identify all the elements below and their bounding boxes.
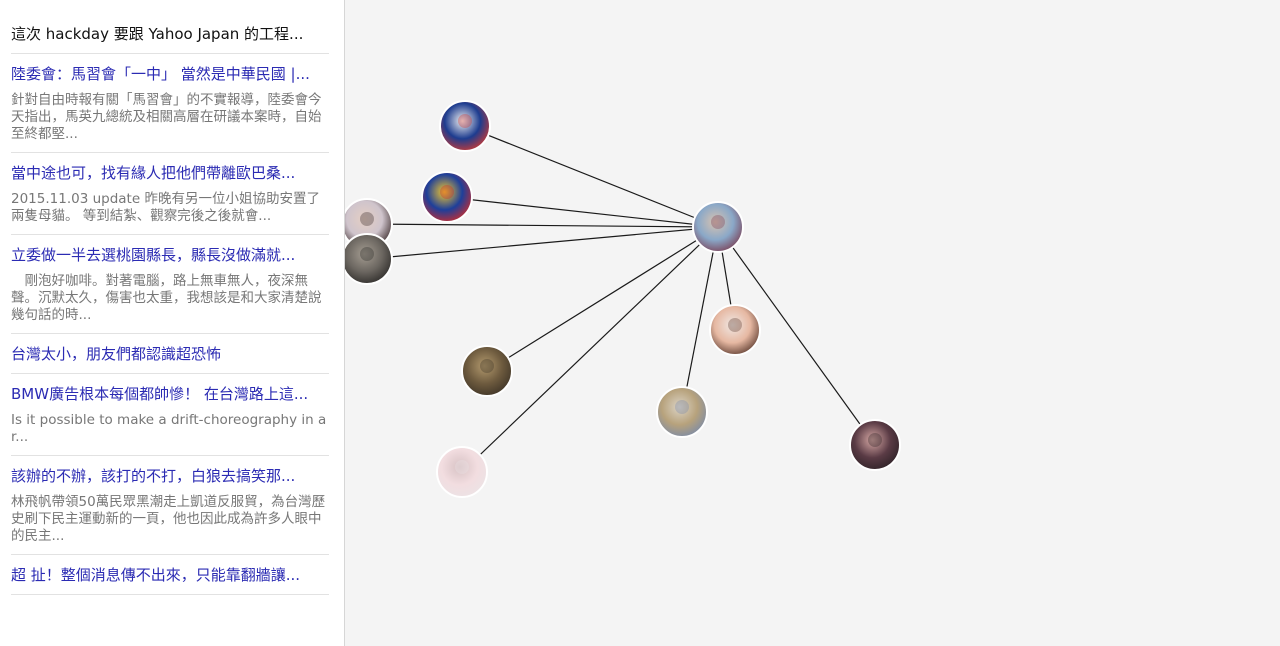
graph-edge: [717, 226, 876, 446]
news-post: BMW廣告根本每個都帥慘！ 在台灣路上這... Is it possible t…: [11, 374, 329, 456]
graph-edge: [464, 125, 719, 228]
avatar-france-flag[interactable]: [439, 100, 491, 152]
post-title-link[interactable]: 超 扯！整個消息傳不出來，只能靠翻牆讓...: [11, 566, 301, 584]
post-title-link[interactable]: 當中途也可，找有緣人把他們帶離歐巴桑...: [11, 164, 296, 182]
graph-nodes: [345, 100, 901, 498]
post-excerpt: 針對自由時報有關「馬習會」的不實報導，陸委會今天指出，馬英九總統及相關高層在研議…: [11, 92, 322, 142]
graph-edge: [681, 226, 719, 413]
avatar-flag-tricolor[interactable]: [421, 171, 473, 223]
post-title-link[interactable]: 該辦的不辦，該打的不打，白狼去搞笑那...: [11, 467, 296, 485]
news-post: 該辦的不辦，該打的不打，白狼去搞笑那... 林飛帆帶領50萬民眾黑潮走上凱道反服…: [11, 456, 329, 555]
news-post: 立委做一半去選桃園縣長，縣長沒做滿就... 剛泡好咖啡。對著電腦，路上無車無人，…: [11, 235, 329, 334]
friend-graph-svg: [345, 100, 901, 498]
post-title-link[interactable]: BMW廣告根本每個都帥慘！ 在台灣路上這...: [11, 385, 309, 403]
post-excerpt: 剛泡好咖啡。對著電腦，路上無車無人，夜深無聲。沉默太久，傷害也太重，我想該是和大…: [11, 273, 322, 323]
friend-graph-canvas: [345, 0, 1280, 646]
news-feed-sidebar: 這次 hackday 要跟 Yahoo Japan 的工程... 陸委會：馬習會…: [0, 0, 345, 646]
news-post: 超 扯！整個消息傳不出來，只能靠翻牆讓...: [11, 555, 329, 595]
post-excerpt: 林飛帆帶領50萬民眾黑潮走上凱道反服貿，為台灣歷史刷下民主運動新的一頁，他也因此…: [11, 494, 326, 544]
avatar-building[interactable]: [656, 386, 708, 438]
graph-edge: [366, 223, 719, 228]
news-post: 當中途也可，找有緣人把他們帶離歐巴桑... 2015.11.03 update …: [11, 153, 329, 235]
avatar-city-night[interactable]: [345, 233, 393, 285]
post-excerpt: 2015.11.03 update 昨晚有另一位小姐協助安置了兩隻母貓。 等到結…: [11, 191, 320, 224]
news-post: 陸委會：馬習會「一中」 當然是中華民國 |... 針對自由時報有關「馬習會」的不…: [11, 54, 329, 153]
avatar-group-photo[interactable]: [461, 345, 513, 397]
graph-edge: [446, 196, 719, 228]
post-title-link[interactable]: 陸委會：馬習會「一中」 當然是中華民國 |...: [11, 65, 310, 83]
avatar-couple[interactable]: [849, 419, 901, 471]
center-avatar[interactable]: [692, 201, 744, 253]
post-title-link[interactable]: 立委做一半去選桃園縣長，縣長沒做滿就...: [11, 246, 296, 264]
post-excerpt: Is it possible to make a drift-choreogra…: [11, 412, 327, 445]
post-title: 這次 hackday 要跟 Yahoo Japan 的工程...: [11, 25, 304, 43]
graph-edges: [366, 125, 876, 473]
post-title-link[interactable]: 台灣太小，朋友們都認識超恐怖: [11, 345, 222, 363]
graph-edge: [461, 226, 719, 473]
avatar-man-glasses[interactable]: [709, 304, 761, 356]
news-post: 這次 hackday 要跟 Yahoo Japan 的工程...: [11, 0, 329, 54]
graph-edge: [486, 226, 719, 372]
graph-edge: [366, 226, 719, 260]
avatar-pink-blossom[interactable]: [436, 446, 488, 498]
news-post: 台灣太小，朋友們都認識超恐怖: [11, 334, 329, 374]
